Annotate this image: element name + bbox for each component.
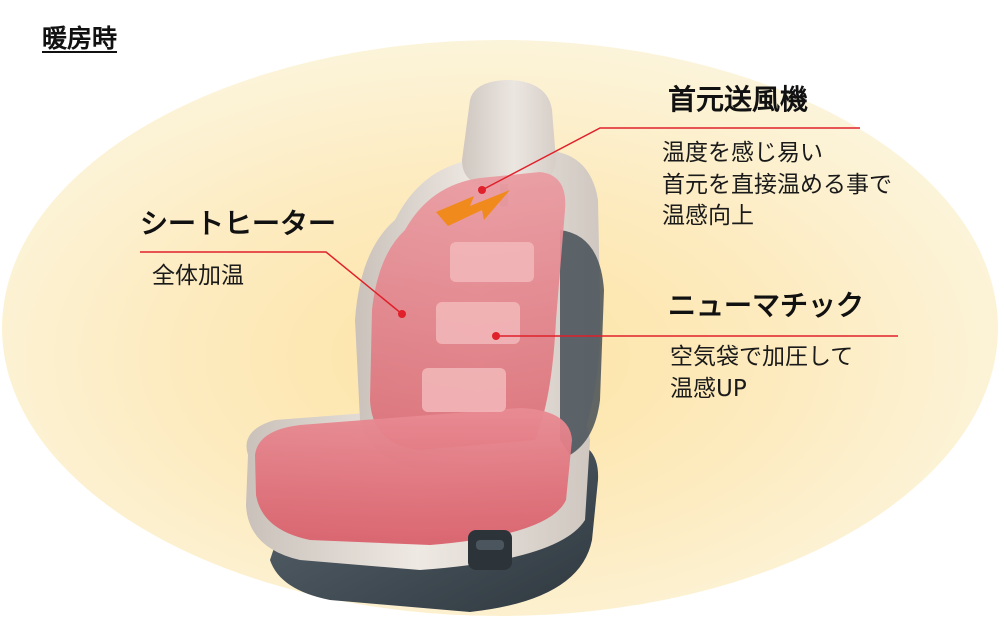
backrest-side-dark xyxy=(560,230,604,455)
air-bladder-pad-lower xyxy=(422,368,506,412)
neck-fan-description: 温度を感じ易い 首元を直接温める事で 温感向上 xyxy=(662,140,892,230)
neck-fan-title: 首元送風機 xyxy=(668,83,809,116)
pneumatic-description: 空気袋で加圧して 温感UP xyxy=(670,344,854,402)
seat-adjuster-knob xyxy=(476,540,504,550)
mode-title: 暖房時 xyxy=(42,24,118,53)
seat-heater-title: シートヒーター xyxy=(140,207,337,240)
leader-line-neck-fan xyxy=(481,127,860,191)
seat-heater-description: 全体加温 xyxy=(152,263,244,289)
pneumatic-title: ニューマチック xyxy=(668,289,865,322)
headrest xyxy=(462,80,556,188)
air-bladder-pad-middle xyxy=(436,302,520,344)
leader-line-seat-heater xyxy=(140,251,403,315)
leader-dot-seat-heater xyxy=(398,310,406,318)
airflow-arrow-icon xyxy=(436,190,510,226)
leader-dot-neck-fan xyxy=(478,186,486,194)
air-bladder-pad-upper xyxy=(450,242,534,282)
leader-dot-pneumatic xyxy=(492,332,500,340)
heated-cushion-zone xyxy=(255,408,572,545)
